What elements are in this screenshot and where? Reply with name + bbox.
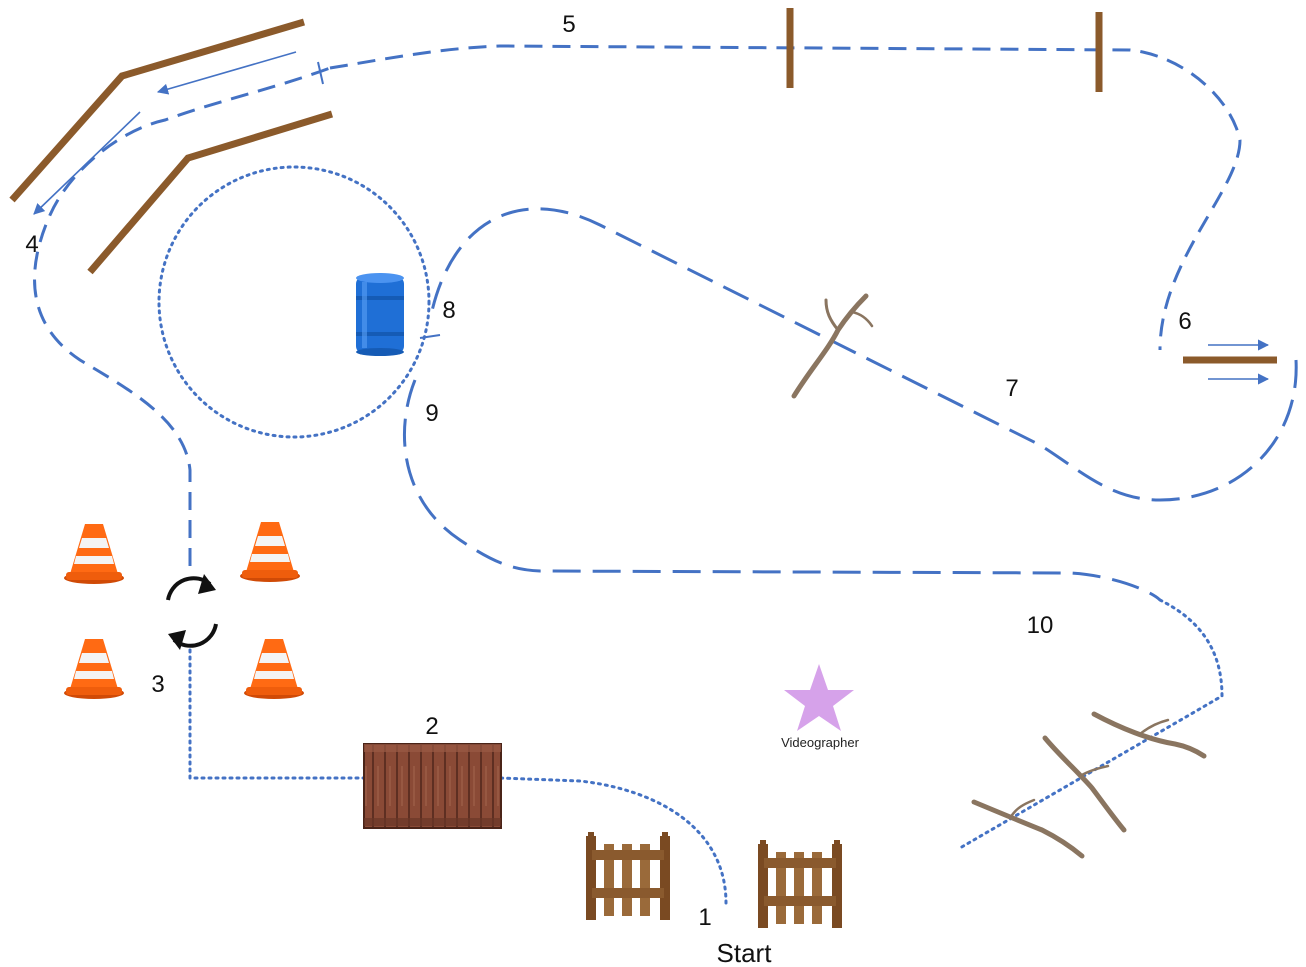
label-obstacle-1: 1 [698, 904, 711, 931]
label-start: Start [717, 938, 773, 967]
traffic-cone-icon [240, 522, 300, 582]
path-barrel-circle [157, 165, 431, 439]
ground-pole-6 [1183, 339, 1277, 385]
traffic-cone-icon [64, 639, 124, 699]
path-top-run [329, 44, 1242, 351]
gate-icon [586, 832, 670, 920]
marker-tick-8 [419, 334, 441, 339]
path-start-to-bridge [498, 776, 728, 905]
chute-poles [9, 18, 334, 275]
path-turn-to-chute [33, 66, 331, 566]
branch-icon [971, 711, 1207, 859]
gate-icon [758, 840, 842, 928]
traffic-cone-icon [64, 524, 124, 584]
marker-tick-top [317, 61, 324, 85]
path-segment-9 [402, 379, 1162, 602]
label-obstacle-5: 5 [562, 11, 575, 38]
path-segment-10 [958, 598, 1224, 850]
barrel-icon [356, 273, 404, 356]
label-obstacle-8: 8 [442, 297, 455, 324]
bridge-icon [363, 743, 502, 829]
label-obstacle-2: 2 [425, 713, 438, 740]
label-obstacle-3: 3 [151, 671, 164, 698]
label-obstacle-6: 6 [1178, 308, 1191, 335]
label-obstacle-10: 10 [1027, 612, 1054, 639]
label-obstacle-7: 7 [1005, 375, 1018, 402]
branch-icon [791, 293, 874, 399]
traffic-cone-icon [244, 639, 304, 699]
label-obstacle-9: 9 [425, 400, 438, 427]
videographer-marker: Videographer [781, 664, 860, 750]
rotate-arrows-icon [166, 574, 218, 650]
videographer-label: Videographer [781, 735, 859, 750]
label-obstacle-4: 4 [25, 231, 38, 258]
path-loop-7 [428, 207, 1298, 502]
path-bridge-to-turn [188, 644, 367, 780]
star-icon [784, 664, 854, 731]
